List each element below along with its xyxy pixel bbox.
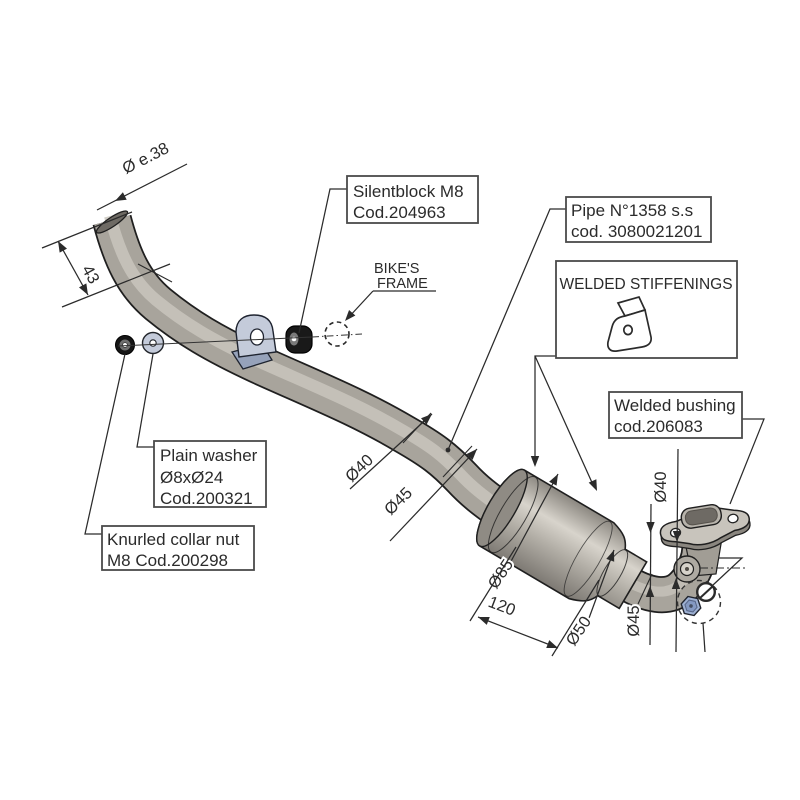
mounting-bracket — [230, 314, 277, 370]
assembly-axis-line — [117, 336, 313, 347]
leader-washer — [136, 353, 154, 448]
callout-plain-washer: Plain washer Ø8xØ24 Cod.200321 — [153, 440, 267, 508]
callout-pipe: Pipe N°1358 s.s cod. 3080021201 — [565, 196, 712, 243]
catalytic-converter — [476, 468, 648, 610]
washer-line3: Cod.200321 — [160, 489, 253, 508]
stiffening-bracket-icon — [606, 295, 652, 352]
dim-tail-45: Ø45 — [625, 605, 643, 636]
collar-nut-line2: M8 Cod.200298 — [107, 551, 228, 570]
bushing-line2: cod.206083 — [614, 417, 703, 436]
leader-detail-down — [702, 622, 706, 653]
knurled-nut-part — [115, 335, 135, 355]
silentblock-line2: Cod.204963 — [353, 203, 446, 222]
washer-line2: Ø8xØ24 — [160, 468, 223, 487]
leader-collar-nut — [84, 353, 126, 535]
outlet-flange — [659, 504, 751, 551]
callout-knurled-nut: Knurled collar nut M8 Cod.200298 — [101, 525, 255, 571]
bushing-line1: Welded bushing — [614, 396, 736, 415]
leader-bushing-label — [729, 418, 765, 505]
leader-bushing-detail — [712, 557, 744, 586]
stiffenings-title: WELDED STIFFENINGS — [559, 276, 732, 293]
hex-nut — [680, 595, 702, 617]
callout-welded-stiffenings: WELDED STIFFENINGS — [555, 260, 738, 359]
dim-tail-40: Ø40 — [652, 471, 670, 502]
pipe-weld-seam — [137, 263, 173, 283]
dim-end-diameter: Ø e.38 — [120, 139, 172, 178]
dim-cat-length: 120 — [486, 593, 518, 620]
frame-label-line2: FRAME — [377, 276, 428, 292]
pipe-line2: cod. 3080021201 — [571, 222, 702, 241]
flange-opening — [684, 507, 718, 526]
frame-label-line1: BIKE'S — [374, 261, 419, 277]
dim-outlet-diameter: Ø50 — [563, 613, 595, 649]
bracket-hole — [249, 328, 265, 346]
fastener-detail-bubble — [676, 579, 722, 625]
dim-mid-45: Ø45 — [381, 484, 416, 519]
leader-pipe-label — [447, 208, 566, 451]
bike-frame-circle — [324, 321, 350, 347]
pipe-line1: Pipe N°1358 s.s — [571, 201, 693, 220]
pipe-section-45 — [442, 445, 473, 478]
dim-mid-40: Ø40 — [342, 451, 377, 486]
washer-line1: Plain washer — [160, 446, 258, 465]
leader-stiffenings — [534, 355, 556, 463]
welded-bushing-part — [673, 555, 701, 583]
silentblock-line1: Silentblock M8 — [353, 182, 464, 201]
leader-silentblock — [298, 188, 347, 334]
flange-bolt-hole-right — [727, 513, 739, 524]
callout-silentblock: Silentblock M8 Cod.204963 — [346, 175, 479, 224]
assembly-axis-dashdot — [311, 333, 363, 338]
tail-seam-2 — [637, 573, 653, 605]
collar-nut-line1: Knurled collar nut — [107, 530, 240, 549]
callout-welded-bushing: Welded bushing cod.206083 — [608, 391, 743, 439]
plain-washer-part — [141, 331, 165, 355]
